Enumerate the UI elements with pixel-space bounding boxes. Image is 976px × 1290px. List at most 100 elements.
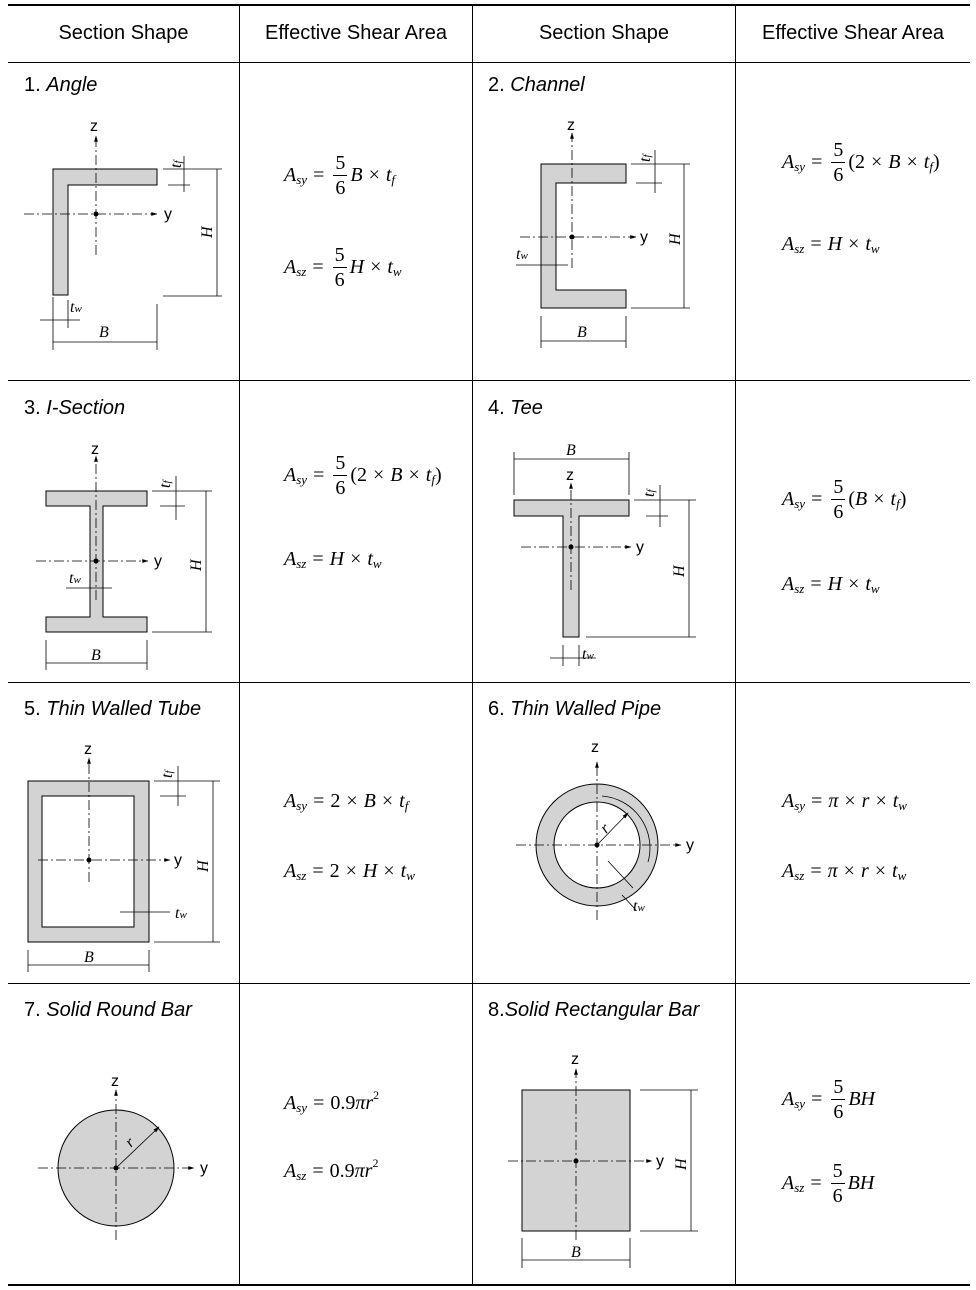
formula-lhs-subscript: sz	[296, 1168, 307, 1183]
formula-operator: ×	[370, 255, 382, 278]
radius-arrow	[596, 812, 629, 846]
formula-operator: ×	[381, 789, 394, 812]
z-label: z	[567, 117, 575, 134]
z-label: z	[566, 467, 574, 484]
formula-lhs: A	[284, 859, 297, 882]
row-divider	[8, 682, 970, 683]
formula-variable: t	[923, 150, 930, 173]
header-section-shape: Section Shape	[58, 21, 189, 44]
formula-text: 0.9	[330, 1091, 356, 1114]
fraction-numerator: 5	[332, 243, 347, 268]
formula-variable: B	[350, 163, 363, 186]
formula-subscript: f	[431, 472, 435, 487]
formula-variable: B	[888, 150, 901, 173]
section-title: 1. Angle	[24, 74, 98, 96]
formula-variable: B	[363, 789, 376, 812]
formula-variable: t	[892, 789, 899, 812]
B-label: B	[99, 324, 109, 341]
formula-operator: ×	[873, 487, 885, 510]
tee-shape	[513, 499, 630, 638]
header-section-shape: Section Shape	[538, 21, 670, 44]
formula-subscript: f	[929, 159, 933, 174]
formula-superscript: 2	[373, 1087, 380, 1102]
H-label: H	[667, 232, 684, 246]
formula-operator: ×	[843, 859, 855, 882]
formula-lhs-subscript: sz	[794, 581, 805, 596]
column-divider	[735, 4, 736, 1285]
formula-equals: =	[313, 163, 325, 186]
formula-lhs-subscript: sy	[296, 472, 308, 487]
header-divider	[8, 62, 970, 63]
formula-equals: =	[313, 789, 325, 812]
formula-operator: ×	[408, 463, 420, 486]
formula-text: 2	[329, 859, 340, 882]
formula-equals: =	[810, 572, 822, 595]
y-label: y	[636, 539, 644, 556]
fraction-numerator: 5	[831, 138, 846, 163]
formula-operator: ×	[871, 150, 883, 173]
header-effective-shear-area: Effective Shear Area	[265, 21, 447, 44]
tube-shape	[27, 780, 150, 943]
formula-equals: =	[811, 150, 823, 173]
fraction-denominator: 6	[833, 1100, 844, 1123]
formula-operator: ×	[848, 232, 860, 255]
formula-operator: ×	[383, 859, 395, 882]
tf-label: tf	[637, 153, 654, 162]
tf-label: tf	[159, 769, 176, 778]
section-title: 7. Solid Round Bar	[24, 999, 192, 1021]
formula-lhs: A	[782, 232, 795, 255]
formula-operator: ×	[874, 859, 887, 882]
B-label: B	[91, 647, 101, 664]
channel-shape	[540, 163, 627, 309]
formula-variable: H	[329, 547, 345, 570]
formula-variable: BH	[848, 1087, 876, 1110]
formula-equals: =	[810, 859, 822, 882]
fraction-denominator: 6	[334, 268, 345, 291]
formula-lhs: A	[782, 789, 795, 812]
formula-lhs: A	[284, 163, 297, 186]
formula-subscript: w	[392, 264, 402, 279]
formula-text: )	[932, 150, 940, 173]
fraction-numerator: 5	[831, 475, 846, 500]
H-label: H	[195, 859, 212, 873]
y-label: y	[656, 1153, 664, 1170]
formula-operator: ×	[345, 859, 357, 882]
formula-lhs-subscript: sz	[296, 556, 307, 571]
formula-lhs: A	[782, 150, 795, 173]
H-label: H	[199, 225, 216, 239]
H-label: H	[188, 558, 205, 572]
table-bottom-border	[8, 1284, 970, 1286]
formula-equals: =	[312, 547, 324, 570]
formula-equals: =	[811, 487, 823, 510]
formula-lhs-subscript: sy	[296, 172, 308, 187]
formula-lhs-subscript: sz	[794, 1180, 805, 1195]
formula-equals: =	[312, 859, 324, 882]
formula-lhs-subscript: sy	[794, 1096, 806, 1111]
section-title: 8.Solid Rectangular Bar	[488, 999, 700, 1021]
tw-label: tw	[175, 905, 187, 922]
formula-variable: t	[892, 859, 898, 882]
formula-variable: t	[425, 463, 432, 486]
formula-operator: ×	[346, 789, 358, 812]
formula-equals: =	[811, 789, 823, 812]
formula-subscript: w	[898, 798, 907, 813]
formula-superscript: 2	[372, 1155, 379, 1170]
column-divider	[472, 4, 473, 1285]
formula-subscript: w	[897, 868, 907, 883]
tw-label: tw	[70, 299, 82, 316]
formula-lhs: A	[284, 789, 297, 812]
formula-subscript: f	[896, 496, 900, 511]
formula-equals: =	[312, 1159, 324, 1182]
formula-lhs: A	[782, 859, 795, 882]
section-title: 2. Channel	[488, 74, 585, 96]
